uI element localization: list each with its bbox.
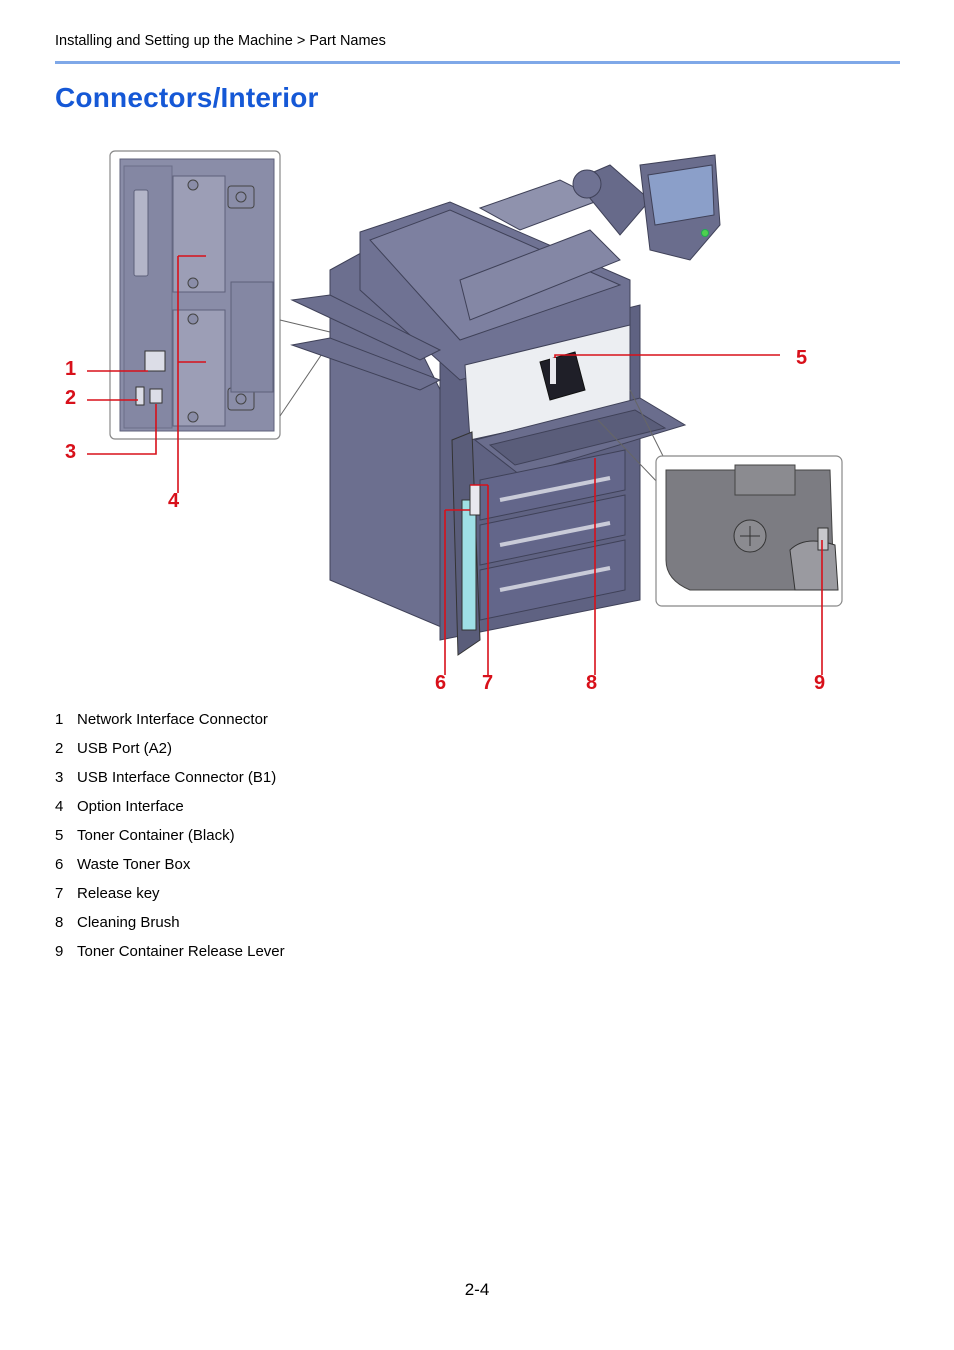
callout-2: 2 (65, 387, 77, 409)
list-item: 6 Waste Toner Box (55, 856, 285, 885)
legend-label: Network Interface Connector (77, 711, 268, 728)
legend-number: 8 (55, 914, 64, 931)
legend-number: 7 (55, 885, 64, 902)
legend-label: Toner Container (Black) (77, 827, 235, 844)
legend-number: 5 (55, 827, 64, 844)
list-item: 8 Cleaning Brush (55, 914, 285, 943)
callout-8: 8 (586, 672, 598, 694)
list-item: 7 Release key (55, 885, 285, 914)
legend-number: 6 (55, 856, 64, 873)
header-rule (55, 61, 900, 64)
callout-7: 7 (482, 672, 494, 694)
list-item: 4 Option Interface (55, 798, 285, 827)
legend-label: Toner Container Release Lever (77, 943, 285, 960)
callout-leaders (87, 255, 823, 675)
callout-6: 6 (435, 672, 447, 694)
machine-body (290, 154, 721, 656)
legend-label: Option Interface (77, 798, 184, 815)
legend-label: USB Interface Connector (B1) (77, 769, 277, 786)
callout-9: 9 (814, 672, 826, 694)
callout-4: 4 (168, 490, 180, 512)
list-item: 9 Toner Container Release Lever (55, 943, 285, 972)
toner-inset (597, 389, 843, 607)
callout-1: 1 (65, 358, 77, 380)
breadcrumb: Installing and Setting up the Machine > … (55, 33, 386, 49)
callout-5: 5 (796, 347, 808, 369)
legend-number: 4 (55, 798, 64, 815)
list-item: 2 USB Port (A2) (55, 740, 285, 769)
machine-figure: 1 2 3 4 5 6 7 8 9 (0, 140, 954, 700)
list-item: 3 USB Interface Connector (B1) (55, 769, 285, 798)
legend-number: 1 (55, 711, 64, 728)
page-number: 2-4 (464, 1280, 490, 1299)
legend-number: 9 (55, 943, 64, 960)
callout-3: 3 (65, 441, 77, 463)
page-title: Connectors/Interior (55, 82, 319, 113)
legend-number: 2 (55, 740, 64, 757)
legend-label: USB Port (A2) (77, 740, 173, 757)
parts-legend: 1 Network Interface Connector 2 USB Port (… (55, 711, 285, 972)
legend-label: Cleaning Brush (77, 914, 180, 931)
legend-number: 3 (55, 769, 64, 786)
legend-label: Waste Toner Box (77, 856, 191, 873)
list-item: 1 Network Interface Connector (55, 711, 285, 740)
machine-illustration (87, 150, 843, 675)
legend-label: Release key (77, 885, 160, 902)
connector-panel-inset (109, 150, 281, 440)
list-item: 5 Toner Container (Black) (55, 827, 285, 856)
